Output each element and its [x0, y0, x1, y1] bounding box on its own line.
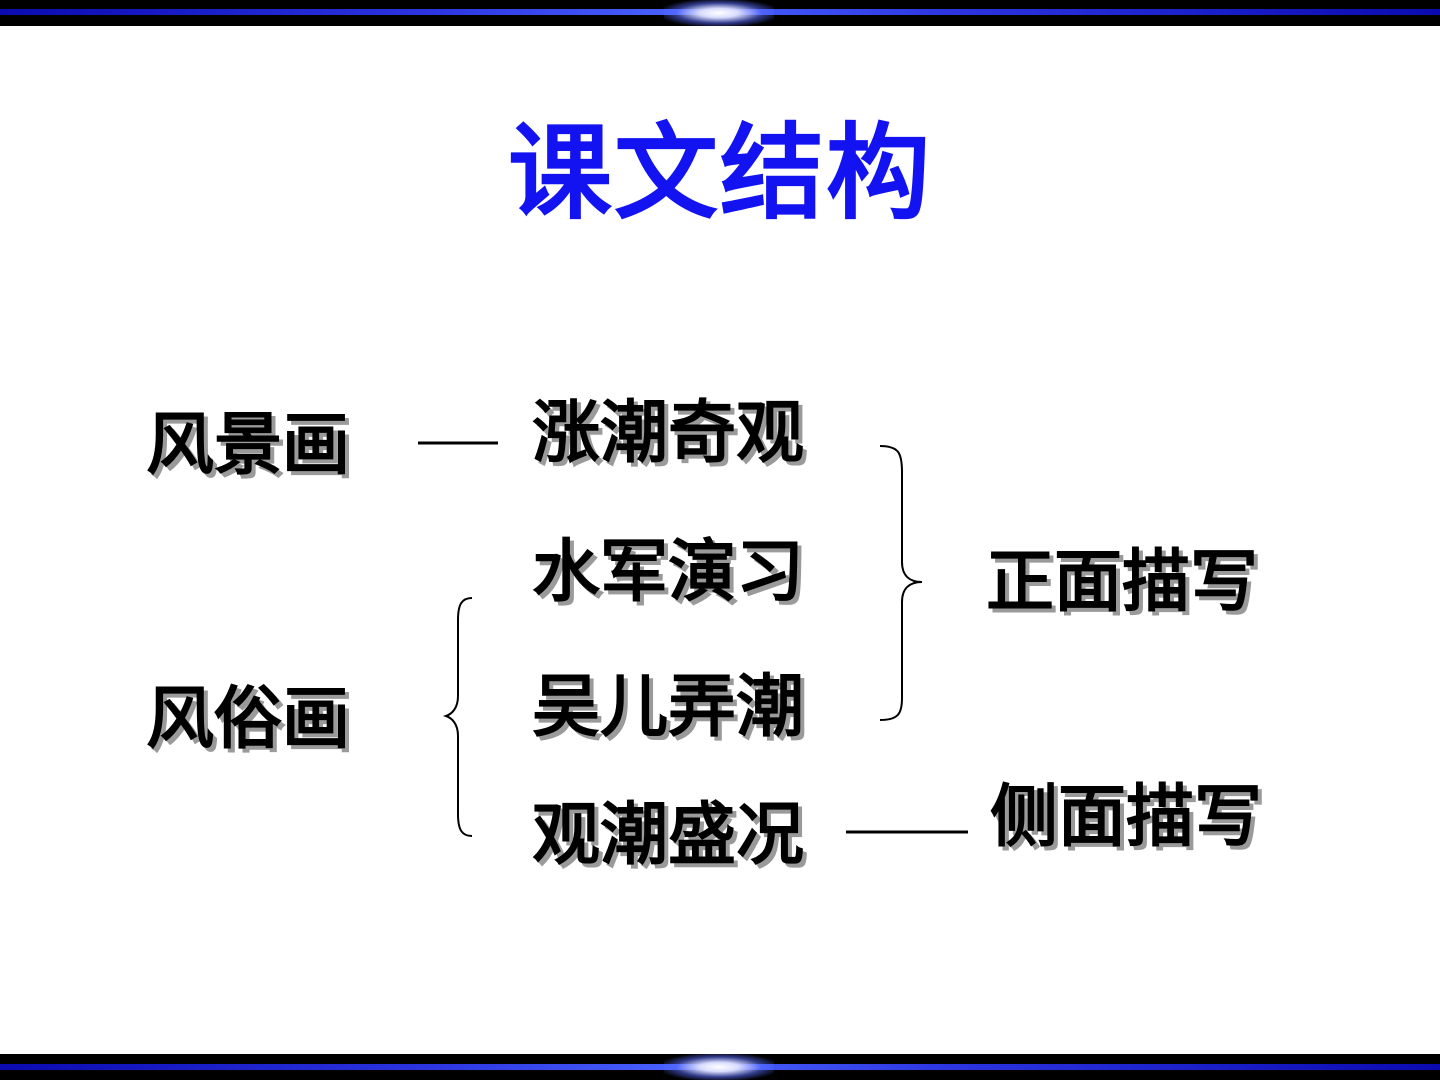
- label-wu-tide-riders: 吴儿弄潮: [532, 668, 805, 747]
- label-direct-description: 正面描写: [986, 543, 1259, 622]
- right-brace: [879, 445, 923, 721]
- label-indirect-description: 侧面描写: [990, 778, 1263, 857]
- top-decorative-band: [0, 0, 1440, 26]
- top-band-glow: [664, 0, 774, 26]
- label-landscape: 风景画: [146, 406, 351, 485]
- slide-title: 课文结构: [507, 112, 932, 234]
- label-tide-spectacle: 涨潮奇观: [532, 394, 805, 473]
- left-brace: [442, 597, 473, 837]
- bottom-band-glow: [664, 1054, 774, 1080]
- label-navy-drill: 水军演习: [532, 533, 805, 612]
- label-custom: 风俗画: [146, 680, 351, 759]
- label-tide-watching-scene: 观潮盛况: [532, 796, 805, 875]
- bottom-decorative-band: [0, 1054, 1440, 1080]
